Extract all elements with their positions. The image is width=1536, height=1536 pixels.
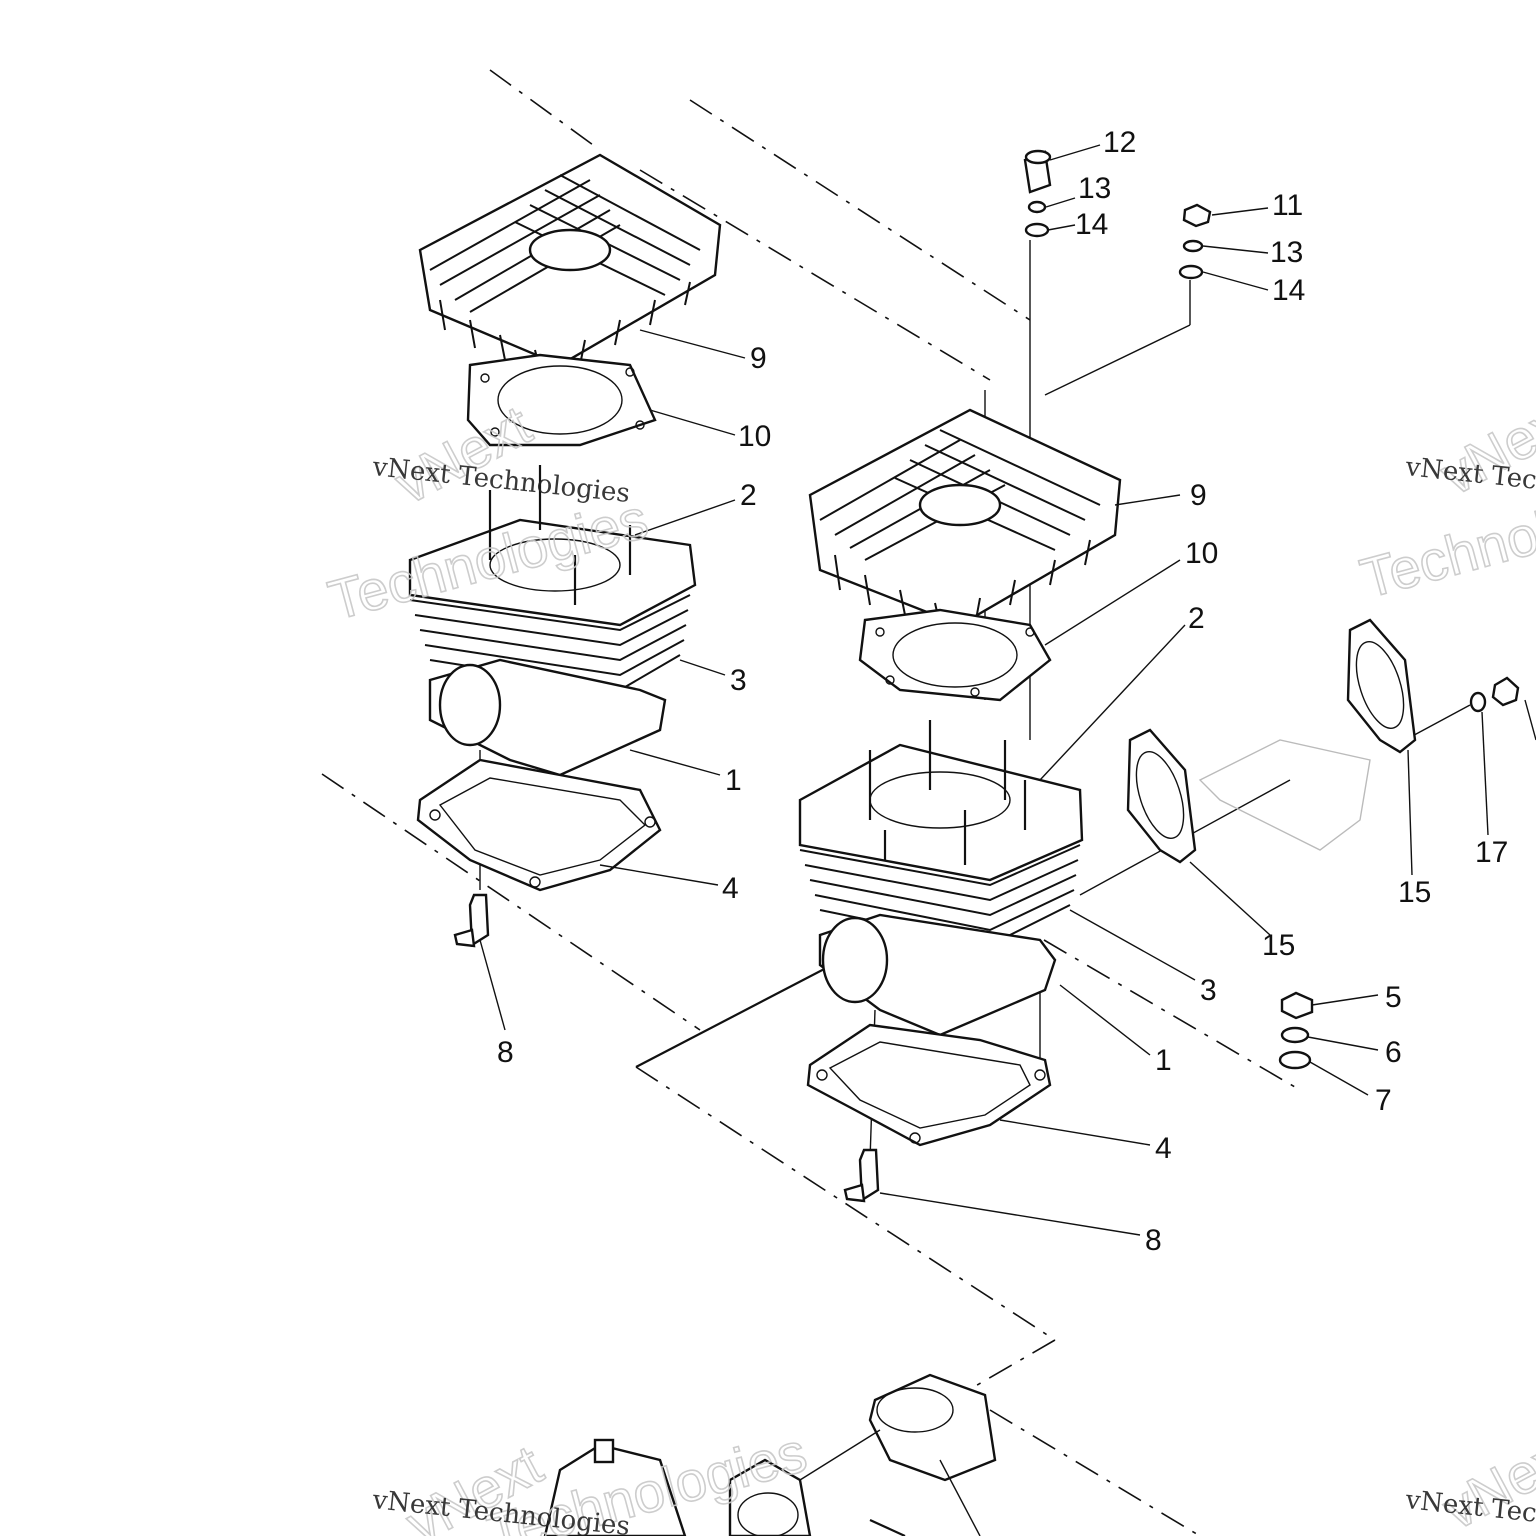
right-head-gasket bbox=[858, 608, 1052, 702]
callout-2: 2 bbox=[740, 479, 757, 512]
callout-9: 9 bbox=[750, 342, 767, 375]
callout-5: 5 bbox=[1385, 981, 1402, 1014]
left-head-gasket bbox=[466, 353, 657, 447]
callout-4: 4 bbox=[722, 872, 739, 905]
watermark-big-1: vNext bbox=[385, 393, 541, 516]
callout-1: 1 bbox=[1155, 1044, 1172, 1077]
right-cylinder-head bbox=[808, 408, 1122, 627]
callout-10: 10 bbox=[738, 420, 771, 453]
right-fitting bbox=[843, 1148, 880, 1203]
hardware bbox=[1023, 149, 1520, 1070]
exhaust-gasket-right bbox=[1346, 618, 1417, 754]
callout-3: 3 bbox=[1200, 974, 1217, 1007]
right-base-gasket bbox=[806, 1023, 1052, 1147]
left-cylinder-head bbox=[418, 153, 722, 371]
callout-labels: 12 13 14 11 13 14 9 10 2 3 1 4 8 9 10 2 … bbox=[497, 126, 1508, 1257]
callout-15: 15 bbox=[1398, 876, 1431, 909]
callout-14: 14 bbox=[1272, 274, 1305, 307]
callout-3: 3 bbox=[730, 664, 747, 697]
callout-4: 4 bbox=[1155, 1132, 1172, 1165]
callout-13: 13 bbox=[1270, 236, 1303, 269]
callout-17: 17 bbox=[1475, 836, 1508, 869]
callout-8: 8 bbox=[1145, 1224, 1162, 1257]
callout-6: 6 bbox=[1385, 1036, 1402, 1069]
left-base-gasket bbox=[416, 758, 662, 892]
callout-2: 2 bbox=[1188, 602, 1205, 635]
callout-9: 9 bbox=[1190, 479, 1207, 512]
left-cylinder bbox=[408, 465, 697, 777]
leader-lines bbox=[479, 144, 1489, 1236]
callout-7: 7 bbox=[1375, 1084, 1392, 1117]
left-fitting bbox=[453, 893, 490, 948]
manifold-ghost bbox=[1198, 739, 1371, 851]
callout-11: 11 bbox=[1272, 189, 1303, 222]
callout-13: 13 bbox=[1078, 172, 1111, 205]
callout-8: 8 bbox=[497, 1036, 514, 1069]
callout-14: 14 bbox=[1075, 208, 1108, 241]
callout-1: 1 bbox=[725, 764, 742, 797]
callout-10: 10 bbox=[1185, 537, 1218, 570]
right-cylinder bbox=[798, 720, 1084, 1037]
exhaust-gasket-left bbox=[1126, 728, 1197, 864]
callout-15: 15 bbox=[1262, 929, 1295, 962]
bottom-components bbox=[543, 699, 1536, 1536]
callout-12: 12 bbox=[1103, 126, 1136, 159]
